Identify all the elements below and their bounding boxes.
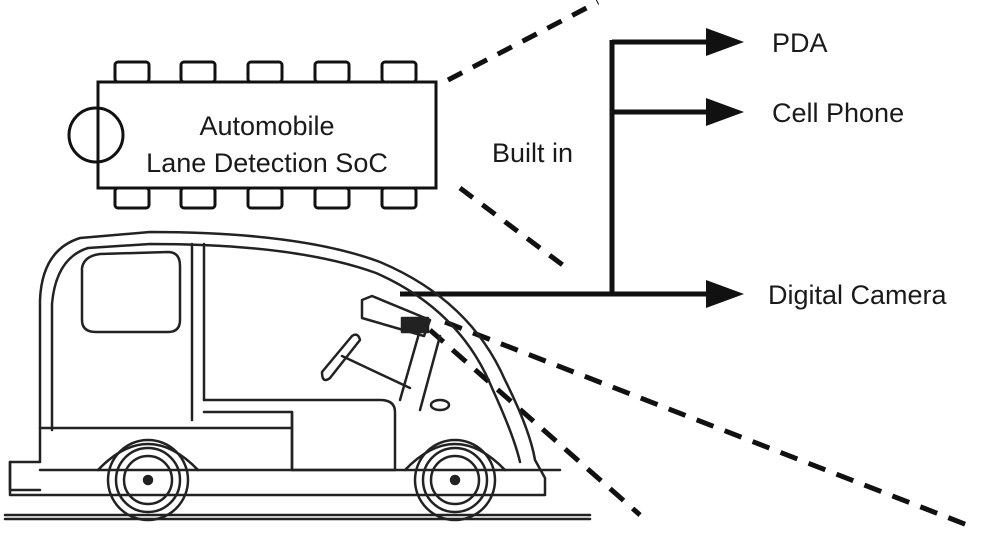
steering-column [340,354,412,390]
rear-window [80,250,182,334]
a-pillar [398,328,422,402]
arrow-cell-phone [706,98,744,126]
chip-body [96,80,438,190]
chip-pin [246,60,284,84]
camera-mount [400,316,430,334]
output-label-cell-phone: Cell Phone [772,98,905,128]
chip-pin [113,60,151,84]
arrow-pda [706,28,744,56]
chip-pin [179,186,217,210]
output-label-pda: PDA [772,28,828,58]
car-body-inner [50,242,522,464]
chip-pin [179,60,217,84]
chip-pin [313,186,351,210]
chip-pin [313,60,351,84]
car-body [8,230,547,497]
front-wheel-arch [403,442,507,472]
door-handle [429,398,451,412]
output-label-digital-camera: Digital Camera [768,280,947,310]
soc-chip [67,60,438,210]
chip-pin [113,186,151,210]
chip-label-line2: Lane Detection SoC [146,148,388,178]
view-line-upper [444,319,976,531]
chip-pin [380,186,418,210]
view-line-lower [428,328,642,517]
chip-pin [246,186,284,210]
arrowheads [706,28,744,308]
chip-label-line1: Automobile [199,111,335,141]
rear-wheel [106,438,190,522]
chip-notch [67,106,125,164]
connector-tree [400,39,712,297]
arrow-camera [706,280,744,308]
zoom-line-top [446,0,600,83]
built-in-label: Built in [492,138,574,168]
zoom-lines [446,0,600,274]
steering-wheel [320,333,362,382]
rear-bumper [8,460,42,492]
zoom-line-bottom [458,186,574,274]
camera-view-lines [428,319,976,531]
front-wheel [413,438,497,522]
a-pillar [418,334,442,412]
rear-wheel-arch [96,442,200,472]
chip-pin [380,60,418,84]
door-outline [202,398,397,472]
car-sketch [3,230,592,522]
